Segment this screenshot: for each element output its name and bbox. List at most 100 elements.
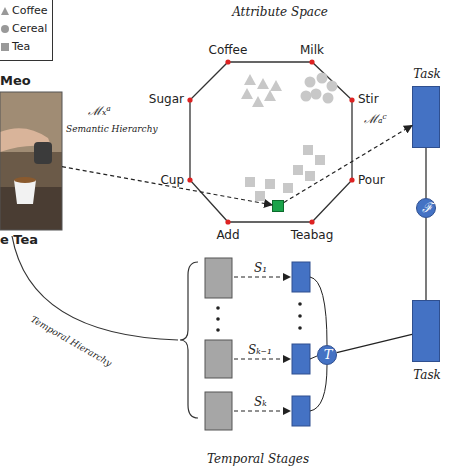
merge-line — [310, 356, 317, 359]
attribute-label: Milk — [282, 43, 342, 57]
connector — [425, 218, 426, 300]
stage-box — [205, 392, 232, 430]
hierarchy-label: Temporal Hierarchy — [29, 314, 114, 369]
stage-label: Sₖ₋₁ — [248, 343, 272, 357]
legend-circle — [1, 25, 9, 33]
coffee-point — [257, 78, 269, 89]
temporal-circle: T — [317, 345, 337, 365]
photo-wall — [0, 92, 62, 152]
tea-point — [265, 179, 275, 189]
attribute-label: Cup — [128, 173, 184, 187]
legend-text: Tea — [12, 40, 30, 54]
tea-point — [315, 155, 325, 165]
attribute-space: Attribute SpaceCoffeeMilkSugarStirCupPou… — [150, 0, 400, 252]
attribute-label: Stir — [358, 92, 398, 106]
legend-square — [1, 43, 9, 51]
connector — [284, 125, 412, 202]
octagon-outline — [150, 0, 400, 252]
legend-text: Coffee — [12, 4, 48, 18]
legend-box: CoffeeCerealTea — [0, 0, 53, 61]
attribute-label: Pour — [358, 173, 398, 187]
math-label: ℳₓᵃ — [88, 104, 111, 118]
tea-point — [283, 183, 293, 193]
legend-triangle — [1, 7, 9, 15]
coffee-point — [264, 90, 276, 101]
cereal-point — [323, 93, 334, 104]
connector — [425, 148, 426, 198]
node-label: Task — [397, 368, 457, 382]
dot — [298, 314, 302, 318]
photo-frame — [0, 92, 62, 230]
vertex-dot — [225, 59, 230, 64]
embedding-point — [272, 200, 284, 212]
stage-box — [205, 340, 232, 378]
cereal-point — [311, 89, 322, 100]
stage-arrow — [234, 359, 290, 360]
dot — [216, 328, 220, 332]
connector — [62, 167, 272, 205]
node-label: e Tea — [0, 233, 38, 247]
coffee-point — [241, 88, 253, 99]
dot — [298, 302, 302, 306]
tea-point — [293, 165, 303, 175]
video-frame: Meoe Tea — [0, 92, 62, 230]
vertex-dot — [309, 219, 314, 224]
video-photo — [0, 92, 62, 230]
tea-point — [303, 145, 313, 155]
connector — [337, 334, 412, 352]
legend-symbol — [1, 43, 9, 51]
space-title: Attribute Space — [205, 5, 355, 19]
attribute-octagon — [190, 62, 352, 222]
vertex-dot — [187, 97, 192, 102]
legend-symbol — [1, 25, 9, 33]
tea-point — [305, 171, 315, 181]
task-box: Task — [412, 300, 440, 362]
stage-feature — [292, 344, 310, 374]
coffee-point — [252, 96, 264, 107]
stage-label: S₁ — [254, 261, 267, 275]
stage-arrow — [234, 277, 290, 278]
merge-line — [310, 365, 327, 411]
node-label: Meo — [0, 74, 31, 88]
cereal-point — [301, 91, 312, 102]
node-label: Task — [397, 67, 457, 81]
legend-text: Cereal — [12, 22, 47, 36]
photo-bg — [0, 92, 62, 230]
dot — [298, 326, 302, 330]
stage-feature — [292, 262, 310, 292]
attribute-label: Add — [198, 228, 258, 242]
vertex-dot — [309, 59, 314, 64]
dot — [216, 317, 220, 321]
vertex-dot — [225, 219, 230, 224]
bracket — [180, 262, 198, 418]
vertex-dot — [349, 177, 354, 182]
vertex-dot — [349, 97, 354, 102]
stage-feature — [292, 396, 310, 426]
task-box: Task — [412, 86, 440, 148]
photo-kettle — [34, 142, 52, 164]
attribute-label: Sugar — [128, 92, 184, 106]
edge-label: ℳₐᶜ — [364, 112, 387, 126]
cereal-point — [327, 81, 338, 92]
stage-label: Sₖ — [254, 395, 267, 409]
edge-label: Semantic Hierarchy — [66, 124, 158, 135]
legend-symbol — [1, 7, 9, 15]
tea-point — [255, 191, 265, 201]
node-label: ℱ — [417, 201, 437, 215]
stage-box — [205, 258, 232, 298]
tea-point — [245, 177, 255, 187]
fusion-circle: ℱ — [416, 198, 436, 218]
photo-cup-rim — [14, 177, 36, 183]
coffee-point — [244, 74, 256, 85]
cereal-point — [305, 77, 316, 88]
cereal-point — [317, 73, 328, 84]
node-label: T — [318, 348, 338, 362]
vertex-dot — [187, 177, 192, 182]
stage-arrow — [234, 411, 290, 412]
section-title: Temporal Stages — [196, 452, 320, 466]
coffee-point — [270, 80, 282, 91]
dot — [216, 306, 220, 310]
attribute-label: Coffee — [198, 43, 258, 57]
merge-line — [310, 277, 327, 345]
